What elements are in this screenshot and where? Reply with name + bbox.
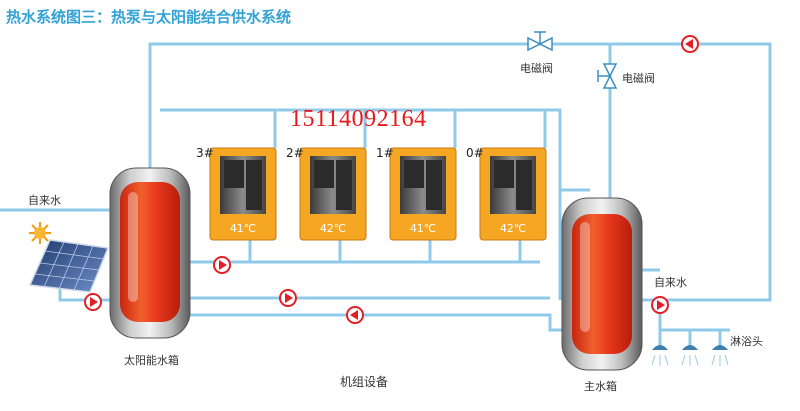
heat-pump-icon bbox=[494, 160, 532, 210]
pump-icon bbox=[346, 306, 364, 324]
unit-equipment-label: 机组设备 bbox=[340, 375, 389, 389]
unit-3-label: 3# bbox=[196, 146, 214, 160]
main-tank-label: 主水箱 bbox=[584, 380, 617, 393]
valve-icon bbox=[597, 63, 618, 89]
unit-0-temp: 42℃ bbox=[499, 222, 527, 235]
heat-pump-unit-2 bbox=[299, 147, 367, 241]
shower-icon bbox=[651, 345, 729, 366]
pump-icon bbox=[84, 293, 102, 311]
tap-water-left-label: 自来水 bbox=[28, 194, 61, 207]
unit-3-temp: 41℃ bbox=[229, 222, 257, 235]
main-tank bbox=[561, 197, 643, 371]
heat-pump-unit-3 bbox=[209, 147, 277, 241]
heat-pump-icon bbox=[314, 160, 352, 210]
solar-tank bbox=[109, 167, 191, 339]
valve-right-label: 电磁阀 bbox=[622, 72, 655, 85]
heat-pump-unit-1 bbox=[389, 147, 457, 241]
pump-icon bbox=[279, 289, 297, 307]
unit-2-label: 2# bbox=[286, 146, 304, 160]
diagram-title: 热水系统图三：热泵与太阳能结合供水系统 bbox=[6, 8, 292, 26]
solar-panel-icon bbox=[28, 239, 110, 293]
valve-top-label: 电磁阀 bbox=[520, 62, 553, 75]
tap-water-right-label: 自来水 bbox=[654, 276, 687, 289]
heat-pump-unit-0 bbox=[479, 147, 547, 241]
pump-icon bbox=[651, 296, 669, 314]
unit-1-temp: 41℃ bbox=[409, 222, 437, 235]
phone-number: 15114092164 bbox=[290, 106, 427, 132]
pump-icon bbox=[213, 256, 231, 274]
pipe-network bbox=[0, 42, 772, 350]
unit-0-label: 0# bbox=[466, 146, 484, 160]
unit-2-temp: 42℃ bbox=[319, 222, 347, 235]
sun-icon bbox=[29, 222, 51, 244]
heat-pump-icon bbox=[404, 160, 442, 210]
heat-pump-icon bbox=[224, 160, 262, 210]
valve-icon bbox=[527, 31, 553, 52]
solar-tank-label: 太阳能水箱 bbox=[124, 354, 179, 367]
shower-label: 淋浴头 bbox=[730, 335, 763, 348]
pump-icon bbox=[681, 35, 699, 53]
unit-1-label: 1# bbox=[376, 146, 394, 160]
